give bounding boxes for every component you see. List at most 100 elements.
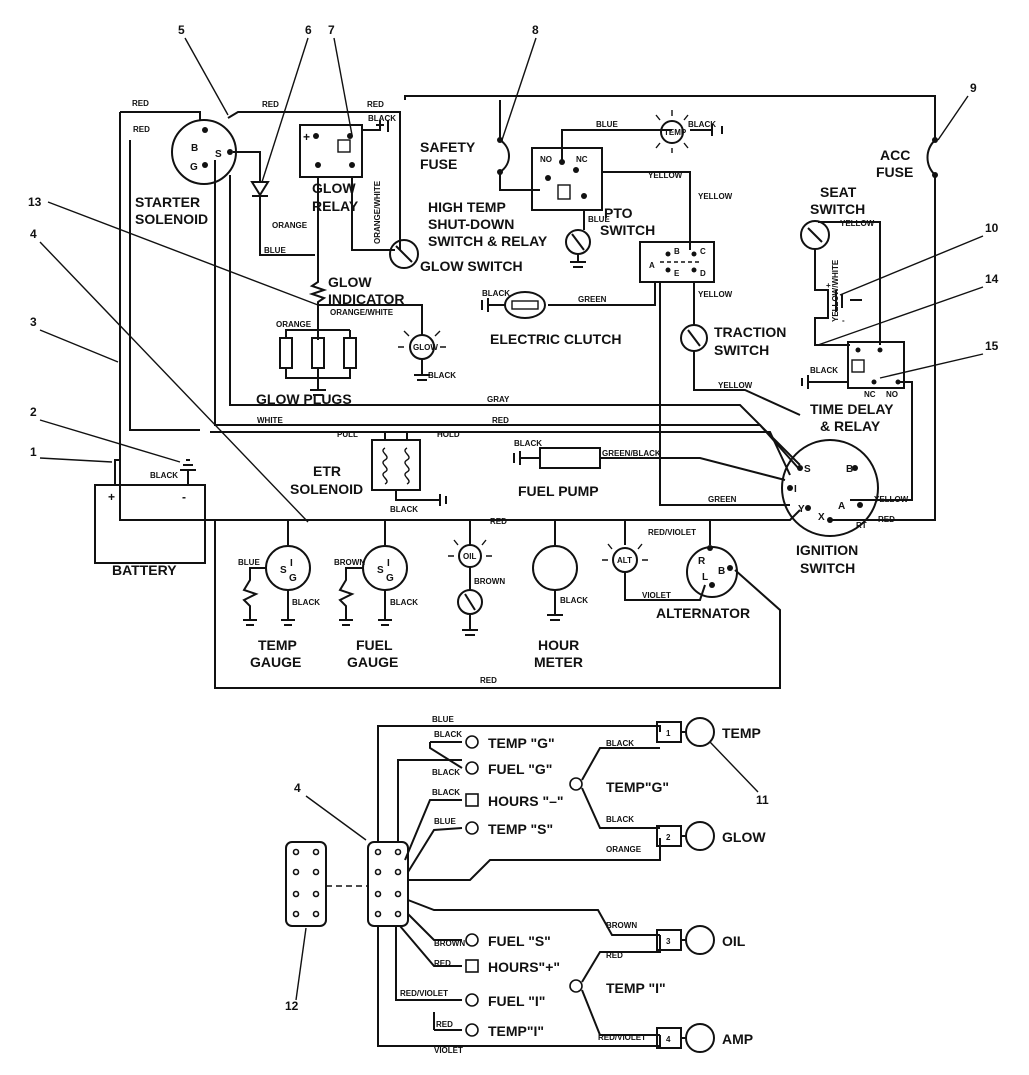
svg-text:ALTERNATOR: ALTERNATOR <box>656 605 750 621</box>
svg-text:YELLOW: YELLOW <box>840 219 875 228</box>
connector-plug <box>285 841 327 927</box>
svg-text:NC: NC <box>864 390 876 399</box>
svg-text:G: G <box>190 162 198 173</box>
svg-text:IGNITION: IGNITION <box>796 542 858 558</box>
svg-text:GLOW: GLOW <box>722 829 766 845</box>
svg-text:FUSE: FUSE <box>420 156 457 172</box>
battery-label: BATTERY <box>112 562 177 578</box>
svg-text:B: B <box>191 143 198 154</box>
svg-text:-: - <box>842 316 845 325</box>
svg-text:AMP: AMP <box>722 1031 753 1047</box>
svg-text:X: X <box>818 512 825 523</box>
pto-switch <box>639 241 715 283</box>
svg-text:BLACK: BLACK <box>482 289 510 298</box>
svg-text:VIOLET: VIOLET <box>642 591 671 600</box>
temp-gauge-conn <box>685 717 715 747</box>
svg-text:YELLOW: YELLOW <box>698 290 733 299</box>
svg-text:& RELAY: & RELAY <box>820 418 881 434</box>
svg-text:RED/VIOLET: RED/VIOLET <box>400 989 448 998</box>
alternator <box>686 546 738 598</box>
svg-text:BLUE: BLUE <box>588 215 610 224</box>
svg-text:YELLOW: YELLOW <box>718 381 753 390</box>
svg-text:TEMP "G": TEMP "G" <box>488 735 555 751</box>
svg-text:11: 11 <box>756 793 769 807</box>
svg-text:YELLOW: YELLOW <box>698 192 733 201</box>
gray-wire <box>229 175 801 466</box>
svg-text:BROWN: BROWN <box>474 577 505 586</box>
glow-relay-label: GLOW <box>312 180 356 196</box>
temp-gauge <box>265 545 311 591</box>
red-wire-bottom <box>214 520 781 689</box>
svg-text:7: 7 <box>328 23 335 37</box>
svg-text:13: 13 <box>28 195 42 209</box>
svg-text:FUEL "S": FUEL "S" <box>488 933 551 949</box>
svg-text:I: I <box>290 558 293 569</box>
svg-text:GREEN/BLACK: GREEN/BLACK <box>602 449 661 458</box>
svg-text:+: + <box>303 130 310 144</box>
svg-text:BLACK: BLACK <box>432 768 460 777</box>
fuel-pump <box>539 447 601 469</box>
svg-text:4: 4 <box>294 781 301 795</box>
svg-text:HIGH TEMP: HIGH TEMP <box>428 199 506 215</box>
svg-text:RED: RED <box>434 959 451 968</box>
svg-text:SWITCH & RELAY: SWITCH & RELAY <box>428 233 548 249</box>
svg-text:SWITCH: SWITCH <box>714 342 769 358</box>
svg-text:BLACK: BLACK <box>434 730 462 739</box>
svg-text:TEMP: TEMP <box>258 637 297 653</box>
svg-text:RED: RED <box>492 416 509 425</box>
svg-text:TRACTION: TRACTION <box>714 324 786 340</box>
svg-text:NO: NO <box>540 155 552 164</box>
svg-text:RED: RED <box>132 99 149 108</box>
svg-text:SWITCH: SWITCH <box>810 201 865 217</box>
svg-text:RT: RT <box>856 521 867 530</box>
oil-conn <box>685 925 715 955</box>
red-wire-relay <box>227 111 401 250</box>
electric-clutch <box>504 291 546 319</box>
svg-text:ELECTRIC CLUTCH: ELECTRIC CLUTCH <box>490 331 621 347</box>
svg-text:RED/VIOLET: RED/VIOLET <box>648 528 696 537</box>
svg-text:BLUE: BLUE <box>596 120 618 129</box>
svg-text:TEMP "I": TEMP "I" <box>606 980 666 996</box>
glow-switch <box>389 239 419 269</box>
harness-detail: 12 4 BLUE BLACK BLACK BLACK BLUE ORANGE … <box>285 715 769 1055</box>
svg-text:G: G <box>289 573 297 584</box>
svg-text:ORANGE/WHITE: ORANGE/WHITE <box>330 308 394 317</box>
svg-text:GAUGE: GAUGE <box>250 654 301 670</box>
white-wire <box>214 160 801 471</box>
svg-text:A: A <box>838 501 845 512</box>
hour-meter <box>532 545 578 591</box>
svg-text:NC: NC <box>576 155 588 164</box>
svg-text:FUEL "G": FUEL "G" <box>488 761 552 777</box>
svg-text:10: 10 <box>985 221 999 235</box>
svg-text:RED: RED <box>262 100 279 109</box>
svg-text:4: 4 <box>30 227 37 241</box>
svg-text:TEMP"I": TEMP"I" <box>488 1023 544 1039</box>
svg-text:INDICATOR: INDICATOR <box>328 291 404 307</box>
svg-text:HOURS "–": HOURS "–" <box>488 793 564 809</box>
svg-text:PULL: PULL <box>337 430 358 439</box>
svg-text:2: 2 <box>30 405 37 419</box>
svg-text:I: I <box>794 484 797 495</box>
svg-text:OIL: OIL <box>722 933 746 949</box>
svg-text:BLACK: BLACK <box>390 598 418 607</box>
svg-text:ORANGE: ORANGE <box>272 221 308 230</box>
starter-solenoid-label: STARTER <box>135 194 200 210</box>
svg-text:G: G <box>386 573 394 584</box>
svg-text:GREEN: GREEN <box>708 495 737 504</box>
glow-switch-label: GLOW SWITCH <box>420 258 523 274</box>
svg-text:S: S <box>804 464 811 475</box>
svg-text:L: L <box>702 572 708 583</box>
svg-text:GAUGE: GAUGE <box>347 654 398 670</box>
svg-text:S: S <box>215 149 222 160</box>
svg-text:METER: METER <box>534 654 583 670</box>
svg-text:GREEN: GREEN <box>578 295 607 304</box>
svg-text:C: C <box>700 247 706 256</box>
svg-text:RED/VIOLET: RED/VIOLET <box>598 1033 646 1042</box>
svg-text:PTO: PTO <box>604 205 633 221</box>
svg-text:TIME DELAY: TIME DELAY <box>810 401 894 417</box>
amp-conn <box>685 1023 715 1053</box>
svg-text:BROWN: BROWN <box>334 558 365 567</box>
svg-text:8: 8 <box>532 23 539 37</box>
glow-conn <box>685 821 715 851</box>
